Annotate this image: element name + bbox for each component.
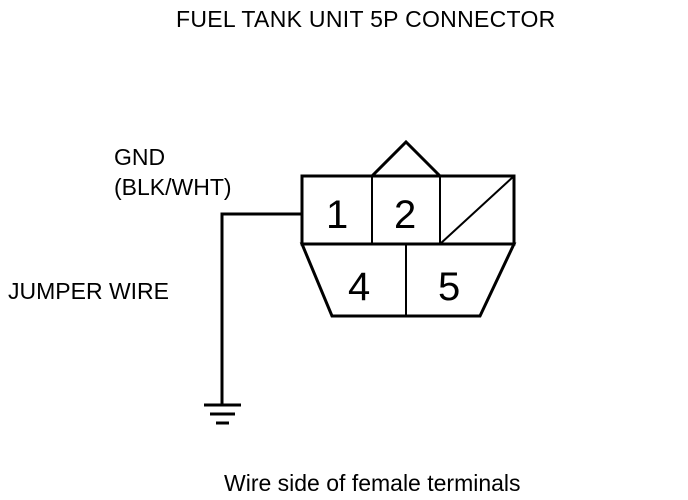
unused-cavity-mark	[439, 175, 515, 245]
caption: Wire side of female terminals	[224, 470, 521, 496]
diagram-title: FUEL TANK UNIT 5P CONNECTOR	[176, 6, 556, 32]
gnd-label: GND	[114, 144, 166, 170]
gnd-wire-color-label: (BLK/WHT)	[114, 174, 232, 200]
pin-4-label: 4	[348, 265, 370, 309]
jumper-wire	[220, 212, 302, 404]
pin-5-label: 5	[438, 265, 460, 309]
connector-key-tab	[370, 139, 442, 178]
ground-icon	[204, 403, 241, 425]
connector-bottom-row	[299, 242, 517, 318]
jumper-wire-label: JUMPER WIRE	[8, 278, 169, 304]
pin-2-label: 2	[394, 193, 416, 237]
pin-1-label: 1	[326, 193, 348, 237]
